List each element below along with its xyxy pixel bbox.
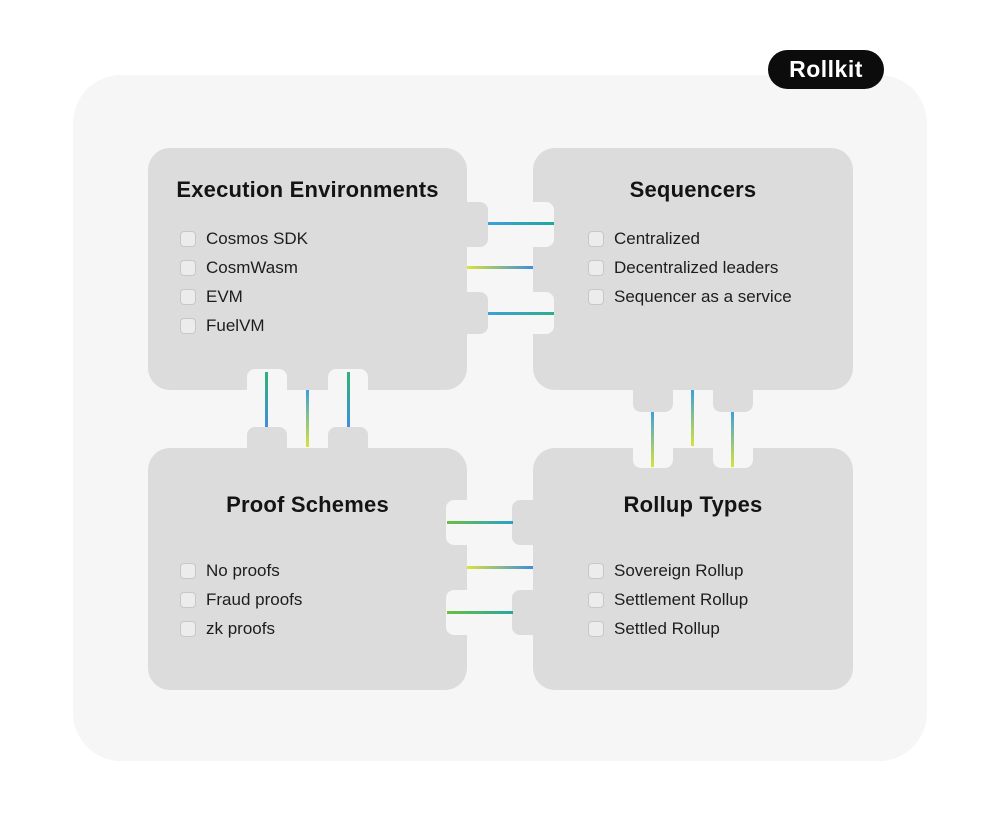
checkbox-label: Sovereign Rollup — [614, 561, 744, 580]
checkbox-item[interactable]: Decentralized leaders — [588, 253, 792, 282]
checkbox-item[interactable]: Settled Rollup — [588, 614, 748, 643]
puzzle-tab — [328, 427, 368, 448]
connector-line — [731, 412, 734, 467]
checkbox-list-proof-schemes: No proofs Fraud proofs zk proofs — [180, 556, 302, 643]
checkbox[interactable] — [588, 230, 604, 247]
connector-line — [467, 266, 533, 269]
checkbox-list-execution-environments: Cosmos SDK CosmWasm EVM FuelVM — [180, 224, 308, 340]
connector-line — [488, 222, 554, 225]
checkbox-item[interactable]: EVM — [180, 282, 308, 311]
checkbox-label: Sequencer as a service — [614, 287, 792, 306]
connector-line — [347, 372, 350, 427]
puzzle-tab — [467, 292, 488, 334]
checkbox[interactable] — [180, 620, 196, 637]
checkbox-item[interactable]: Sovereign Rollup — [588, 556, 748, 585]
checkbox-label: Cosmos SDK — [206, 229, 309, 248]
checkbox-list-rollup-types: Sovereign Rollup Settlement Rollup Settl… — [588, 556, 748, 643]
checkbox-item[interactable]: FuelVM — [180, 311, 308, 340]
card-rollup-types: Rollup Types — [533, 448, 853, 690]
checkbox[interactable] — [180, 562, 196, 579]
connector-line — [651, 412, 654, 467]
checkbox-item[interactable]: Fraud proofs — [180, 585, 302, 614]
puzzle-tab — [633, 390, 673, 412]
card-title: Sequencers — [629, 177, 757, 202]
checkbox[interactable] — [180, 259, 196, 276]
checkbox-list-sequencers: Centralized Decentralized leaders Sequen… — [588, 224, 792, 311]
card-proof-schemes: Proof Schemes — [148, 448, 467, 690]
checkbox-item[interactable]: CosmWasm — [180, 253, 308, 282]
connector-line — [467, 566, 533, 569]
puzzle-tab — [713, 390, 753, 412]
checkbox[interactable] — [588, 591, 604, 608]
checkbox-item[interactable]: zk proofs — [180, 614, 302, 643]
checkbox[interactable] — [588, 288, 604, 305]
checkbox-label: Settlement Rollup — [614, 590, 749, 609]
card-execution-environments: Execution Environments — [148, 148, 467, 390]
connector-line — [447, 611, 513, 614]
checkbox-item[interactable]: Sequencer as a service — [588, 282, 792, 311]
puzzle-tab — [512, 590, 533, 635]
checkbox[interactable] — [180, 288, 196, 305]
checkbox[interactable] — [180, 317, 196, 334]
puzzle-tab — [247, 427, 287, 448]
checkbox-item[interactable]: No proofs — [180, 556, 302, 585]
rollkit-logo-badge: Rollkit — [768, 50, 884, 89]
checkbox-label: Fraud proofs — [206, 590, 303, 609]
card-title: Rollup Types — [623, 492, 763, 517]
checkbox-label: EVM — [206, 287, 243, 306]
connector-line — [447, 521, 513, 524]
checkbox[interactable] — [180, 230, 196, 247]
checkbox[interactable] — [588, 259, 604, 276]
checkbox-label: Decentralized leaders — [614, 258, 779, 277]
connector-line — [488, 312, 554, 315]
checkbox[interactable] — [588, 620, 604, 637]
checkbox-label: zk proofs — [206, 619, 275, 638]
checkbox[interactable] — [588, 562, 604, 579]
checkbox-label: Settled Rollup — [614, 619, 720, 638]
connector-line — [306, 390, 309, 447]
card-sequencers: Sequencers — [533, 148, 853, 390]
checkbox-label: No proofs — [206, 561, 280, 580]
checkbox-item[interactable]: Settlement Rollup — [588, 585, 748, 614]
rollkit-logo-text: Rollkit — [789, 56, 863, 82]
checkbox-label: FuelVM — [206, 316, 265, 335]
checkbox-item[interactable]: Centralized — [588, 224, 792, 253]
checkbox-item[interactable]: Cosmos SDK — [180, 224, 308, 253]
puzzle-tab — [512, 500, 533, 545]
checkbox-label: CosmWasm — [206, 258, 298, 277]
card-title: Execution Environments — [176, 177, 439, 202]
connector-line — [691, 390, 694, 446]
card-title: Proof Schemes — [226, 492, 389, 517]
connector-line — [265, 372, 268, 427]
checkbox[interactable] — [180, 591, 196, 608]
puzzle-tab — [467, 202, 488, 247]
checkbox-label: Centralized — [614, 229, 700, 248]
